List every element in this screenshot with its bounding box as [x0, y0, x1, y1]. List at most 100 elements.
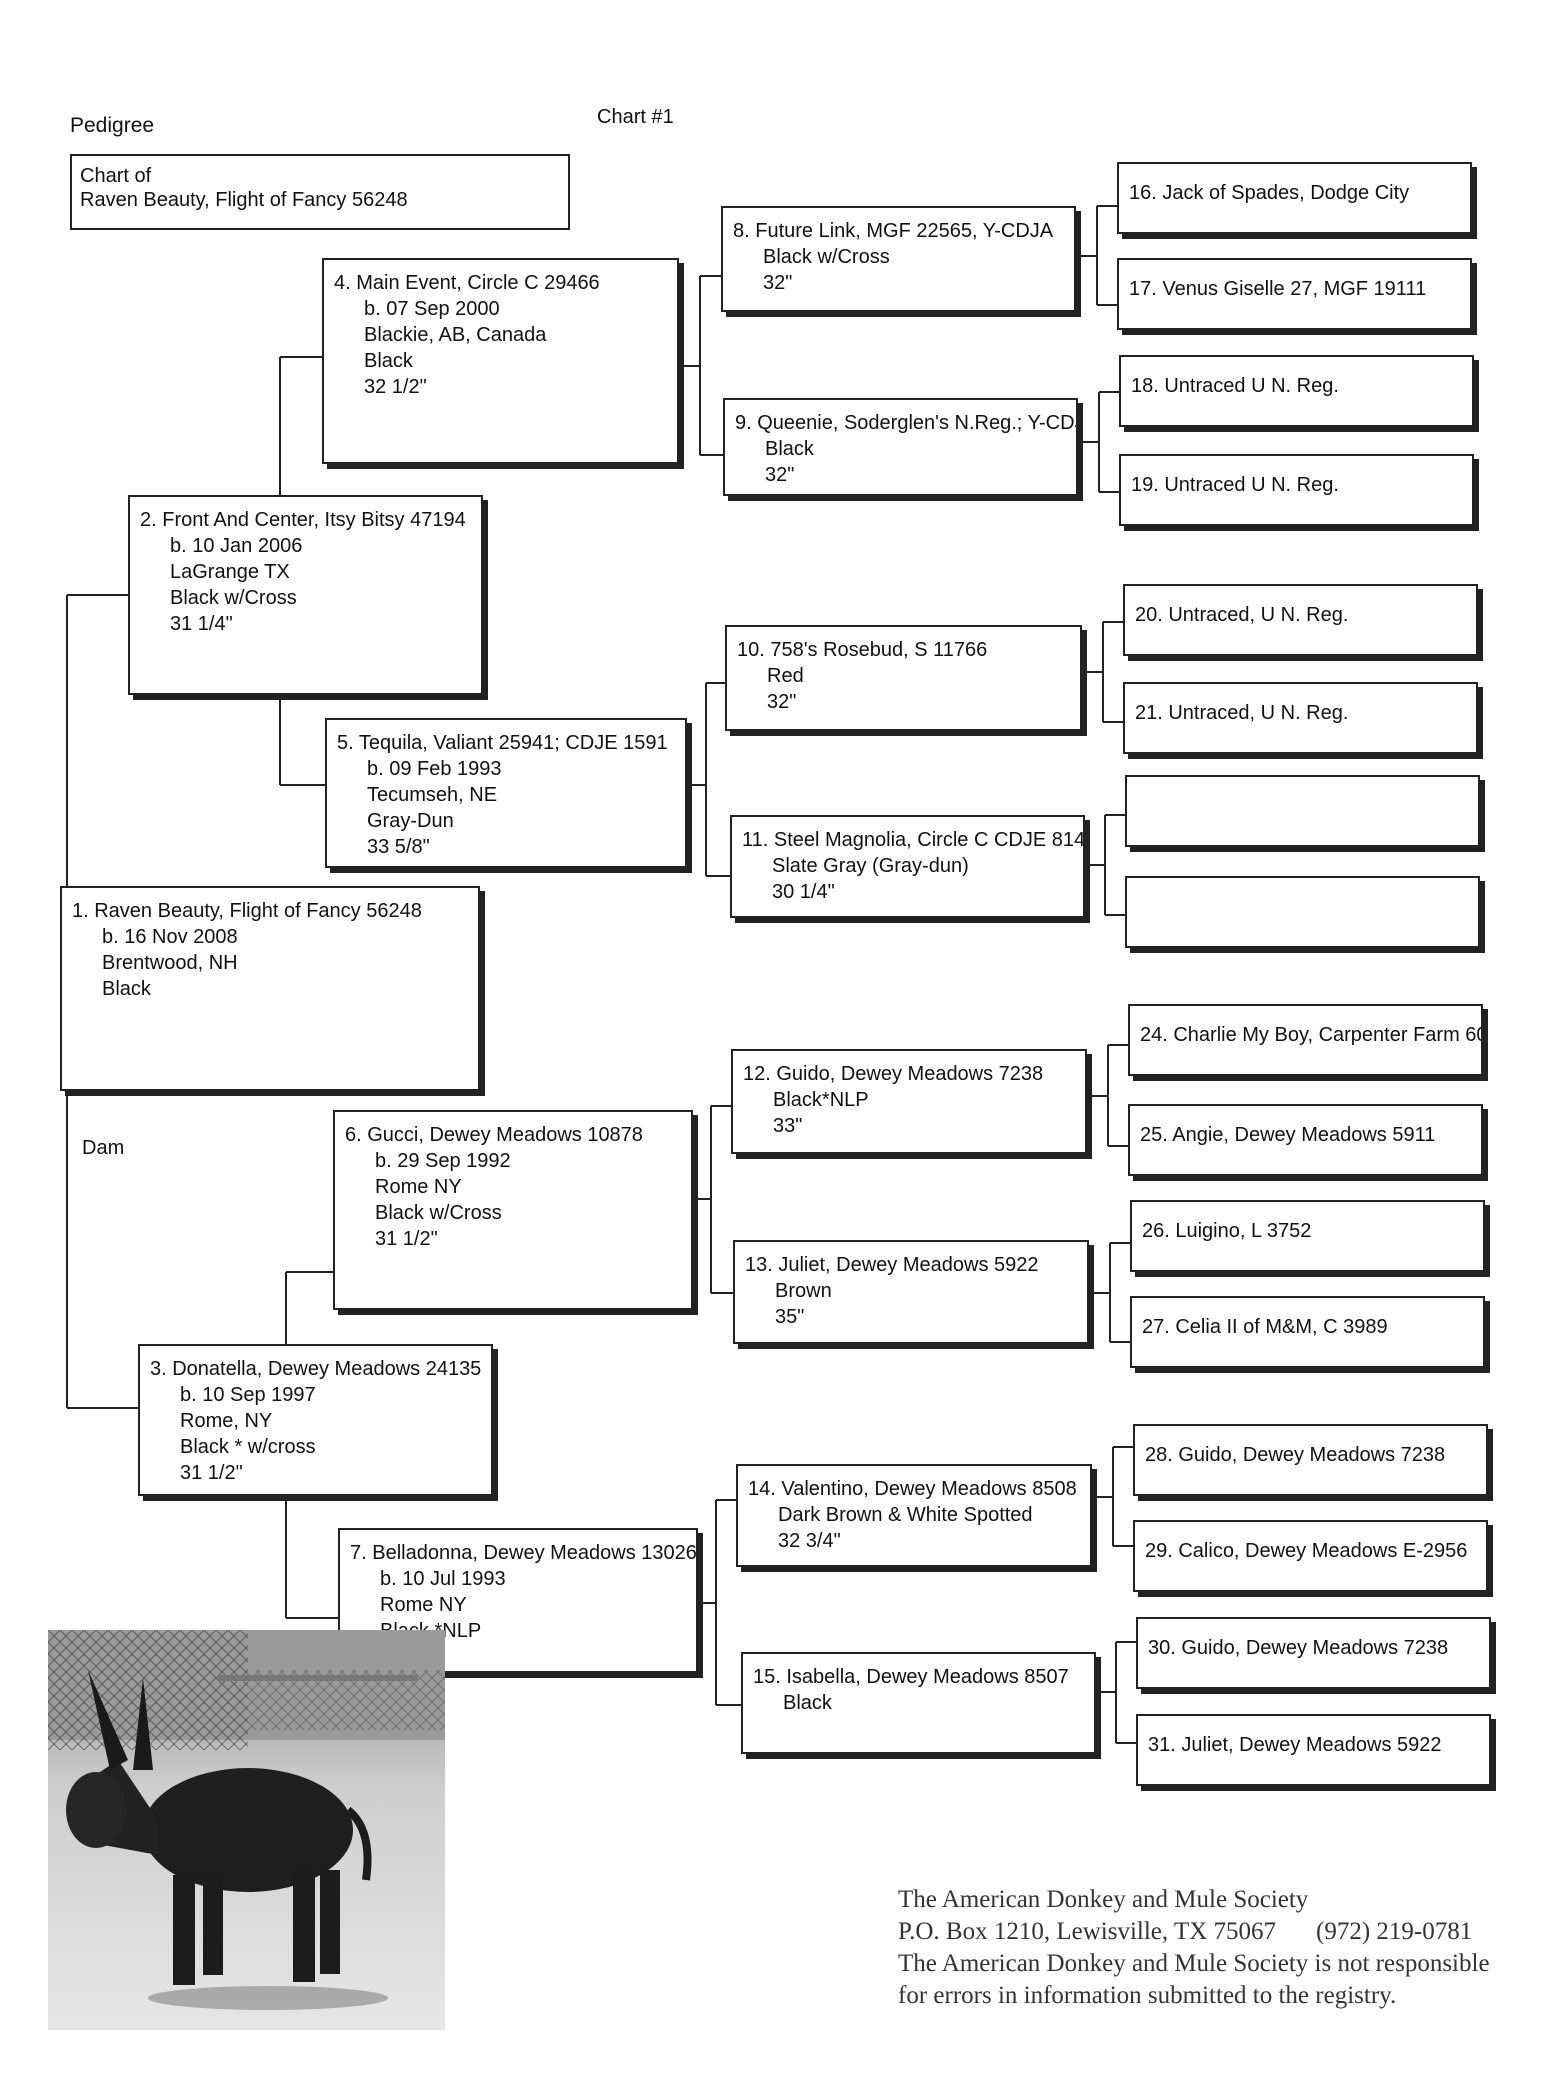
animal-detail: Black w/Cross [763, 246, 890, 268]
animal-detail: Brentwood, NH [102, 952, 238, 974]
footer-disclaimer-2: for errors in information submitted to t… [898, 1982, 1397, 2009]
chart-of-label: Chart of [80, 165, 152, 187]
animal-title: 25. Angie, Dewey Meadows 5911 [1140, 1124, 1436, 1146]
animal-detail: 32 1/2" [364, 376, 427, 398]
society-footer: The American Donkey and Mule Society P.O… [898, 1884, 1490, 2012]
animal-detail: Black*NLP [773, 1089, 869, 1111]
pedigree-box-27: 27. Celia II of M&M, C 3989 [1130, 1296, 1485, 1368]
pedigree-box-21: 21. Untraced, U N. Reg. [1123, 682, 1478, 754]
pedigree-box-28: 28. Guido, Dewey Meadows 7238 [1133, 1424, 1488, 1496]
animal-title: 14. Valentino, Dewey Meadows 8508 [748, 1478, 1077, 1500]
footer-disclaimer-1: The American Donkey and Mule Society is … [898, 1950, 1490, 1977]
animal-detail: b. 10 Jan 2006 [170, 535, 303, 557]
pedigree-box-24: 24. Charlie My Boy, Carpenter Farm 6077 [1128, 1004, 1483, 1076]
animal-detail: b. 29 Sep 1992 [375, 1150, 511, 1172]
animal-detail: 32 3/4" [778, 1530, 841, 1552]
animal-title: 7. Belladonna, Dewey Meadows 13026 [350, 1542, 697, 1564]
pedigree-box-14: 14. Valentino, Dewey Meadows 8508 Dark B… [736, 1464, 1092, 1567]
animal-title: 31. Juliet, Dewey Meadows 5922 [1148, 1734, 1442, 1756]
animal-detail: Dark Brown & White Spotted [778, 1504, 1033, 1526]
animal-detail: Black [765, 438, 814, 460]
dam-label: Dam [82, 1137, 125, 1159]
animal-detail: 32" [763, 272, 793, 294]
animal-detail: Rome NY [375, 1176, 462, 1198]
animal-title: 29. Calico, Dewey Meadows E-2956 [1145, 1540, 1468, 1562]
animal-title: 15. Isabella, Dewey Meadows 8507 [753, 1666, 1069, 1688]
animal-title: 9. Queenie, Soderglen's N.Reg.; Y-CDJE [735, 412, 1078, 434]
animal-title: 5. Tequila, Valiant 25941; CDJE 1591 [337, 732, 668, 754]
pedigree-box-18: 18. Untraced U N. Reg. [1119, 355, 1474, 427]
donkey-foal-illustration [48, 1630, 445, 2030]
animal-detail: Black w/Cross [170, 587, 297, 609]
animal-detail: Black [783, 1692, 832, 1714]
pedigree-box-29: 29. Calico, Dewey Meadows E-2956 [1133, 1520, 1488, 1592]
chart-of-animal: Raven Beauty, Flight of Fancy 56248 [80, 189, 408, 211]
footer-phone: (972) 219-0781 [1316, 1918, 1473, 1945]
pedigree-box-15: 15. Isabella, Dewey Meadows 8507 Black [741, 1652, 1096, 1754]
animal-detail: Black * w/cross [180, 1436, 316, 1458]
animal-detail: Black [364, 350, 413, 372]
pedigree-box-26: 26. Luigino, L 3752 [1130, 1200, 1485, 1272]
pedigree-box-19: 19. Untraced U N. Reg. [1119, 454, 1474, 526]
animal-detail: Red [767, 665, 804, 687]
animal-title: 30. Guido, Dewey Meadows 7238 [1148, 1637, 1449, 1659]
pedigree-box-4: 4. Main Event, Circle C 29466 b. 07 Sep … [322, 258, 679, 464]
pedigree-box-9: 9. Queenie, Soderglen's N.Reg.; Y-CDJE B… [723, 398, 1078, 496]
animal-detail: LaGrange TX [170, 561, 290, 583]
pedigree-box-20: 20. Untraced, U N. Reg. [1123, 584, 1478, 656]
animal-title: 17. Venus Giselle 27, MGF 19111 [1129, 278, 1427, 300]
animal-detail: b. 10 Jul 1993 [380, 1568, 506, 1590]
pedigree-box-3: 3. Donatella, Dewey Meadows 24135 b. 10 … [138, 1344, 493, 1496]
pedigree-box-12: 12. Guido, Dewey Meadows 7238 Black*NLP … [731, 1049, 1087, 1154]
chart-number-label: Chart #1 [597, 106, 674, 128]
animal-title: 3. Donatella, Dewey Meadows 24135 [150, 1358, 482, 1380]
animal-title: 27. Celia II of M&M, C 3989 [1142, 1316, 1388, 1338]
footer-address: P.O. Box 1210, Lewisville, TX 75067 [898, 1918, 1277, 1945]
animal-title: 12. Guido, Dewey Meadows 7238 [743, 1063, 1044, 1085]
animal-detail: Black [102, 978, 151, 1000]
animal-detail: 35" [775, 1306, 805, 1328]
animal-detail: Tecumseh, NE [367, 784, 498, 806]
animal-title: 4. Main Event, Circle C 29466 [334, 272, 600, 294]
animal-title: 20. Untraced, U N. Reg. [1135, 604, 1349, 626]
animal-detail: Blackie, AB, Canada [364, 324, 547, 346]
animal-title: 2. Front And Center, Itsy Bitsy 47194 [140, 509, 466, 531]
pedigree-label: Pedigree [70, 114, 155, 137]
animal-detail: b. 07 Sep 2000 [364, 298, 500, 320]
pedigree-box-1: 1. Raven Beauty, Flight of Fancy 56248 b… [60, 886, 480, 1091]
animal-title: 26. Luigino, L 3752 [1142, 1220, 1312, 1242]
animal-detail: 33" [773, 1115, 803, 1137]
pedigree-box-23 [1125, 876, 1480, 948]
footer-address-line: P.O. Box 1210, Lewisville, TX 75067 (972)… [898, 1916, 1490, 1948]
animal-detail: 31 1/4" [170, 613, 233, 635]
pedigree-box-11: 11. Steel Magnolia, Circle C CDJE 814 Sl… [730, 815, 1085, 918]
animal-title: 13. Juliet, Dewey Meadows 5922 [745, 1254, 1039, 1276]
chart-of-box: Chart of Raven Beauty, Flight of Fancy 5… [70, 154, 570, 230]
animal-detail: 32" [765, 464, 795, 486]
animal-title: 24. Charlie My Boy, Carpenter Farm 6077 [1140, 1024, 1483, 1046]
animal-title: 8. Future Link, MGF 22565, Y-CDJA [733, 220, 1054, 242]
animal-title: 6. Gucci, Dewey Meadows 10878 [345, 1124, 643, 1146]
animal-title: 10. 758's Rosebud, S 11766 [737, 639, 988, 661]
animal-detail: 31 1/2" [180, 1462, 243, 1484]
footer-society-name: The American Donkey and Mule Society [898, 1886, 1309, 1913]
pedigree-box-22 [1125, 775, 1480, 847]
animal-detail: b. 09 Feb 1993 [367, 758, 502, 780]
animal-detail: Rome NY [380, 1594, 467, 1616]
animal-title: 18. Untraced U N. Reg. [1131, 375, 1339, 397]
pedigree-box-13: 13. Juliet, Dewey Meadows 5922 Brown 35" [733, 1240, 1089, 1344]
animal-title: 11. Steel Magnolia, Circle C CDJE 814 [742, 829, 1085, 851]
animal-detail: 31 1/2" [375, 1228, 438, 1250]
animal-detail: 30 1/4" [772, 881, 835, 903]
pedigree-box-17: 17. Venus Giselle 27, MGF 19111 [1117, 258, 1472, 330]
pedigree-box-7: 7. Belladonna, Dewey Meadows 13026 b. 10… [338, 1528, 698, 1673]
animal-detail: Gray-Dun [367, 810, 454, 832]
pedigree-box-8: 8. Future Link, MGF 22565, Y-CDJA Black … [721, 206, 1076, 312]
animal-detail: 33 5/8" [367, 836, 430, 858]
animal-detail: b. 16 Nov 2008 [102, 926, 238, 948]
pedigree-box-6: 6. Gucci, Dewey Meadows 10878 b. 29 Sep … [333, 1110, 693, 1310]
pedigree-box-31: 31. Juliet, Dewey Meadows 5922 [1136, 1714, 1491, 1786]
animal-title: 16. Jack of Spades, Dodge City [1129, 182, 1410, 204]
animal-detail: Black w/Cross [375, 1202, 502, 1224]
donkey-foal-photo [48, 1630, 445, 2030]
